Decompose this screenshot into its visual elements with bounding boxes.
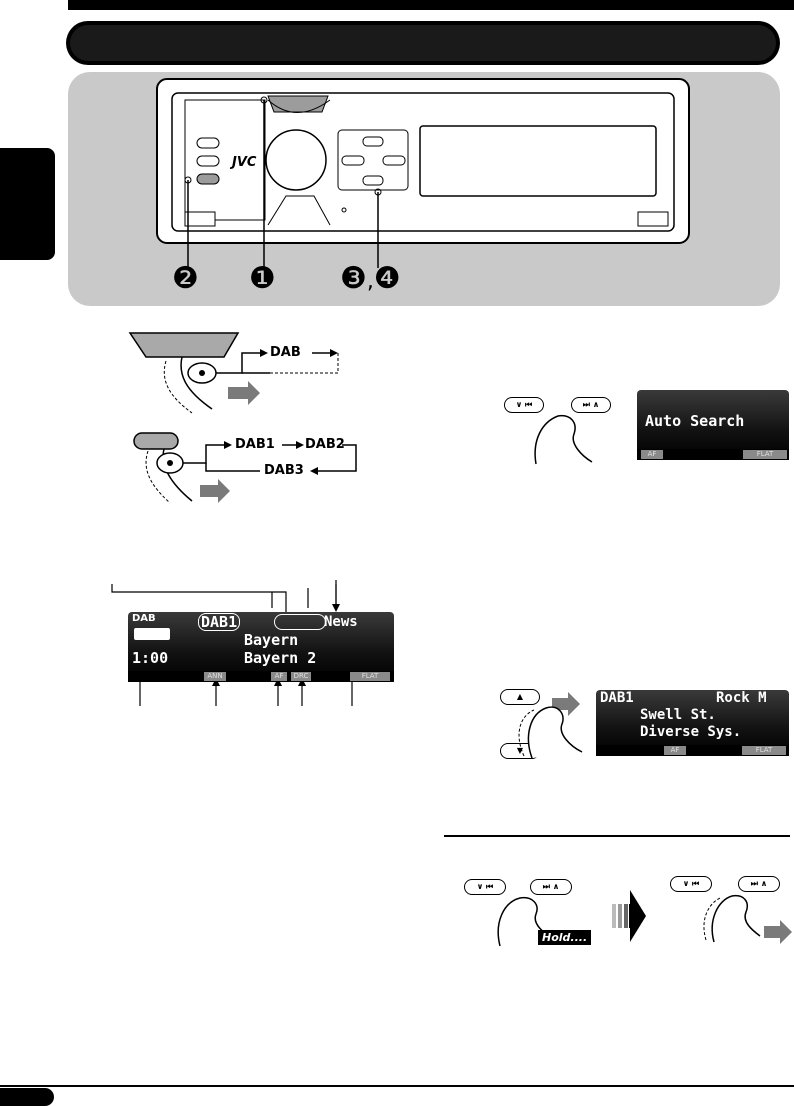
display-service: Bayern — [244, 631, 299, 649]
tag-drc: DRC — [291, 672, 311, 681]
display-band: DAB1 — [198, 613, 241, 631]
source-flow-dab: DAB — [270, 345, 301, 360]
callout-1: ❶ — [249, 261, 276, 296]
search-strip — [637, 449, 789, 460]
pty-flat: FLAT — [742, 746, 786, 755]
hold-next-button[interactable]: ⏭ ∧ — [530, 879, 572, 895]
prev-button[interactable]: ∨ ⏮ — [504, 397, 544, 413]
brand-logo: JVC — [232, 155, 257, 170]
release-next-button[interactable]: ⏭ ∧ — [738, 876, 780, 892]
next-button[interactable]: ⏭ ∧ — [571, 397, 611, 413]
pty-component: Diverse Sys. — [640, 724, 742, 740]
finger-search — [534, 414, 593, 465]
display-pty: News — [324, 614, 358, 630]
search-af: AF — [641, 450, 663, 459]
callout-3-4: ❸,❹ — [340, 262, 401, 299]
faceplate-illustration — [156, 78, 690, 268]
finger-release — [703, 894, 792, 944]
display-component: Bayern 2 — [244, 649, 317, 667]
tag-ann: ANN — [204, 672, 226, 681]
main-display: DAB DAB1 News Bayern Bayern 2 1:00 ANN A… — [128, 612, 394, 682]
then-arrow — [612, 890, 646, 942]
hold-prev-button[interactable]: ∨ ⏮ — [464, 879, 506, 895]
tag-af: AF — [271, 672, 287, 681]
pty-display: DAB1 Rock M Swell St. Diverse Sys. AF FL… — [596, 690, 789, 756]
search-display: Auto Search AF FLAT — [637, 390, 789, 460]
callout-sep: , — [366, 269, 374, 294]
section-header-inner — [70, 25, 776, 61]
finger-pty — [518, 692, 583, 759]
callout-2: ❷ — [172, 261, 199, 296]
language-tab — [0, 148, 55, 260]
up-button[interactable]: ▲ — [500, 689, 540, 705]
source-button-illustration — [128, 332, 339, 414]
search-flat: FLAT — [743, 450, 787, 459]
band-dab2: DAB2 — [305, 437, 345, 452]
display-strip — [128, 671, 394, 682]
pty-name: Rock M — [716, 690, 767, 706]
section-divider — [444, 835, 790, 837]
display-source: DAB — [132, 613, 156, 624]
pty-af: AF — [664, 746, 686, 755]
release-prev-button[interactable]: ∨ ⏮ — [670, 876, 712, 892]
callout-4: ❹ — [373, 261, 401, 296]
page-number-tab — [0, 1088, 54, 1106]
pty-band: DAB1 — [600, 690, 634, 706]
band-dab3: DAB3 — [264, 463, 304, 478]
pty-strip — [596, 745, 789, 756]
band-dab1: DAB1 — [235, 437, 275, 452]
callout-3: ❸ — [340, 261, 367, 296]
pty-service: Swell St. — [640, 707, 716, 723]
ensemble-frame — [274, 614, 326, 630]
band-button-illustration — [133, 432, 357, 504]
tag-flat: FLAT — [350, 672, 390, 681]
hold-label: Hold.... — [538, 930, 592, 945]
dab-logo — [134, 628, 170, 640]
top-rule — [68, 0, 794, 10]
display-clock: 1:00 — [132, 649, 169, 667]
bottom-rule — [0, 1085, 794, 1087]
search-text: Auto Search — [645, 412, 745, 430]
